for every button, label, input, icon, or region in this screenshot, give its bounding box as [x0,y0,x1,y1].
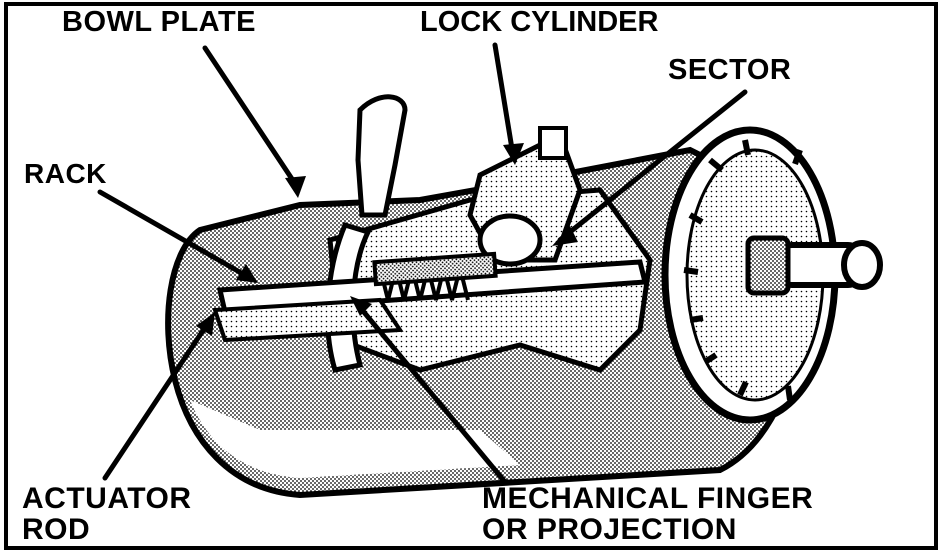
leader-mechanical-finger [355,302,508,485]
arrowhead-rack [236,264,258,283]
leader-rack [97,189,253,281]
leader-actuator-rod [102,317,213,481]
leader-lock-cylinder [492,42,516,158]
arrowhead-lock-cylinder [503,143,524,165]
label-bowl-plate: BOWL PLATE [62,6,257,38]
arrowhead-mechanical-finger [350,296,372,316]
label-mechanical-finger-line2: OR PROJECTION [482,513,737,546]
actuator-rod-tube [212,297,404,343]
label-rack: RACK [24,158,107,189]
label-lock-cylinder: LOCK CYLINDER [420,6,659,38]
rack-teeth [372,251,498,287]
arrowhead-sector [552,226,578,246]
leader-lines [97,42,748,485]
label-sector: SECTOR [668,54,792,86]
arrowhead-actuator-rod [196,312,215,336]
leader-bowl-plate [202,45,301,191]
shaft-collar [745,235,791,296]
label-actuator-rod-line1: ACTUATOR [22,482,192,515]
leader-sector [557,89,748,243]
plate-notches [683,139,803,401]
bowl-plate-post [355,94,408,218]
label-mechanical-finger-line1: MECHANICAL FINGER [482,482,814,515]
leader-arrowheads [196,143,578,336]
shaft-tip [841,240,883,290]
lock-cylinder-key-tab [538,126,568,160]
label-actuator-rod-line2: ROD [22,513,91,546]
diagram-frame [4,2,938,550]
arrowhead-bowl-plate [285,176,306,198]
housing-highlight [190,400,520,478]
